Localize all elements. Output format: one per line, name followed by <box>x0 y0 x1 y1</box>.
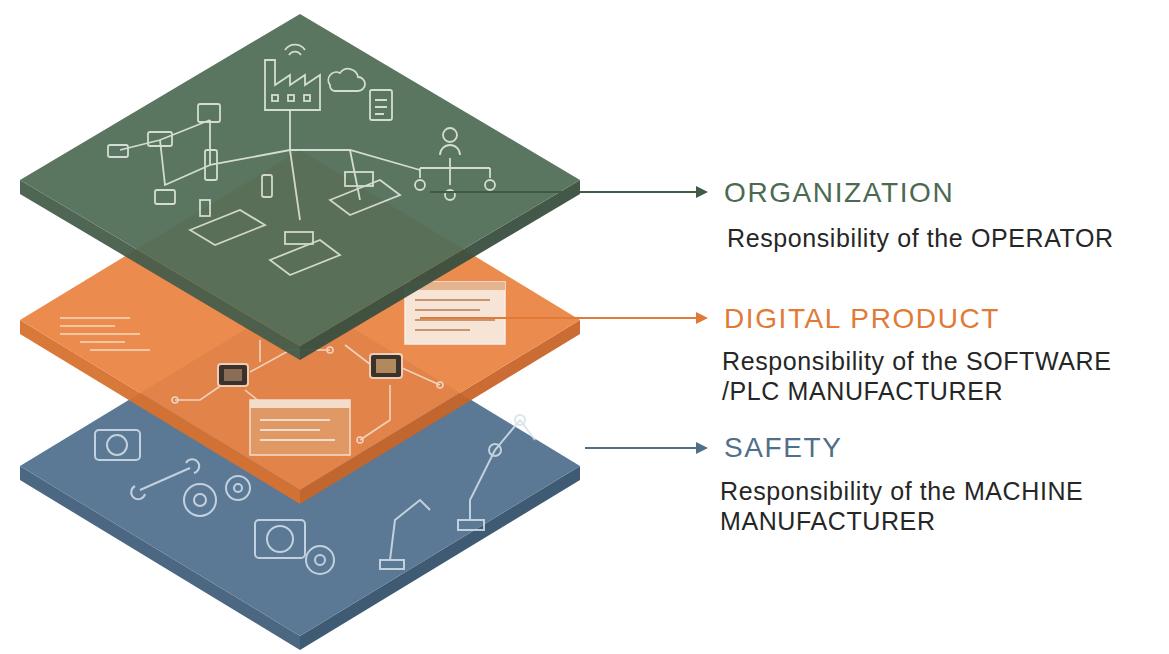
layer-title: SAFETY <box>724 431 843 465</box>
organization-layer <box>20 14 580 360</box>
responsibility-text: Responsibility of the OPERATOR <box>727 223 1147 253</box>
chip-icon <box>218 354 402 386</box>
leader-arrow <box>420 312 708 324</box>
layer-title: ORGANIZATION <box>724 176 954 210</box>
responsibility-text: Responsibility of the SOFTWARE /PLC MANU… <box>722 346 1142 406</box>
leader-arrow <box>430 186 708 198</box>
layer-title: DIGITAL PRODUCT <box>724 302 1000 336</box>
responsibility-text: Responsibility of the MACHINE MANUFACTUR… <box>720 476 1140 536</box>
leader-arrow <box>585 442 708 454</box>
